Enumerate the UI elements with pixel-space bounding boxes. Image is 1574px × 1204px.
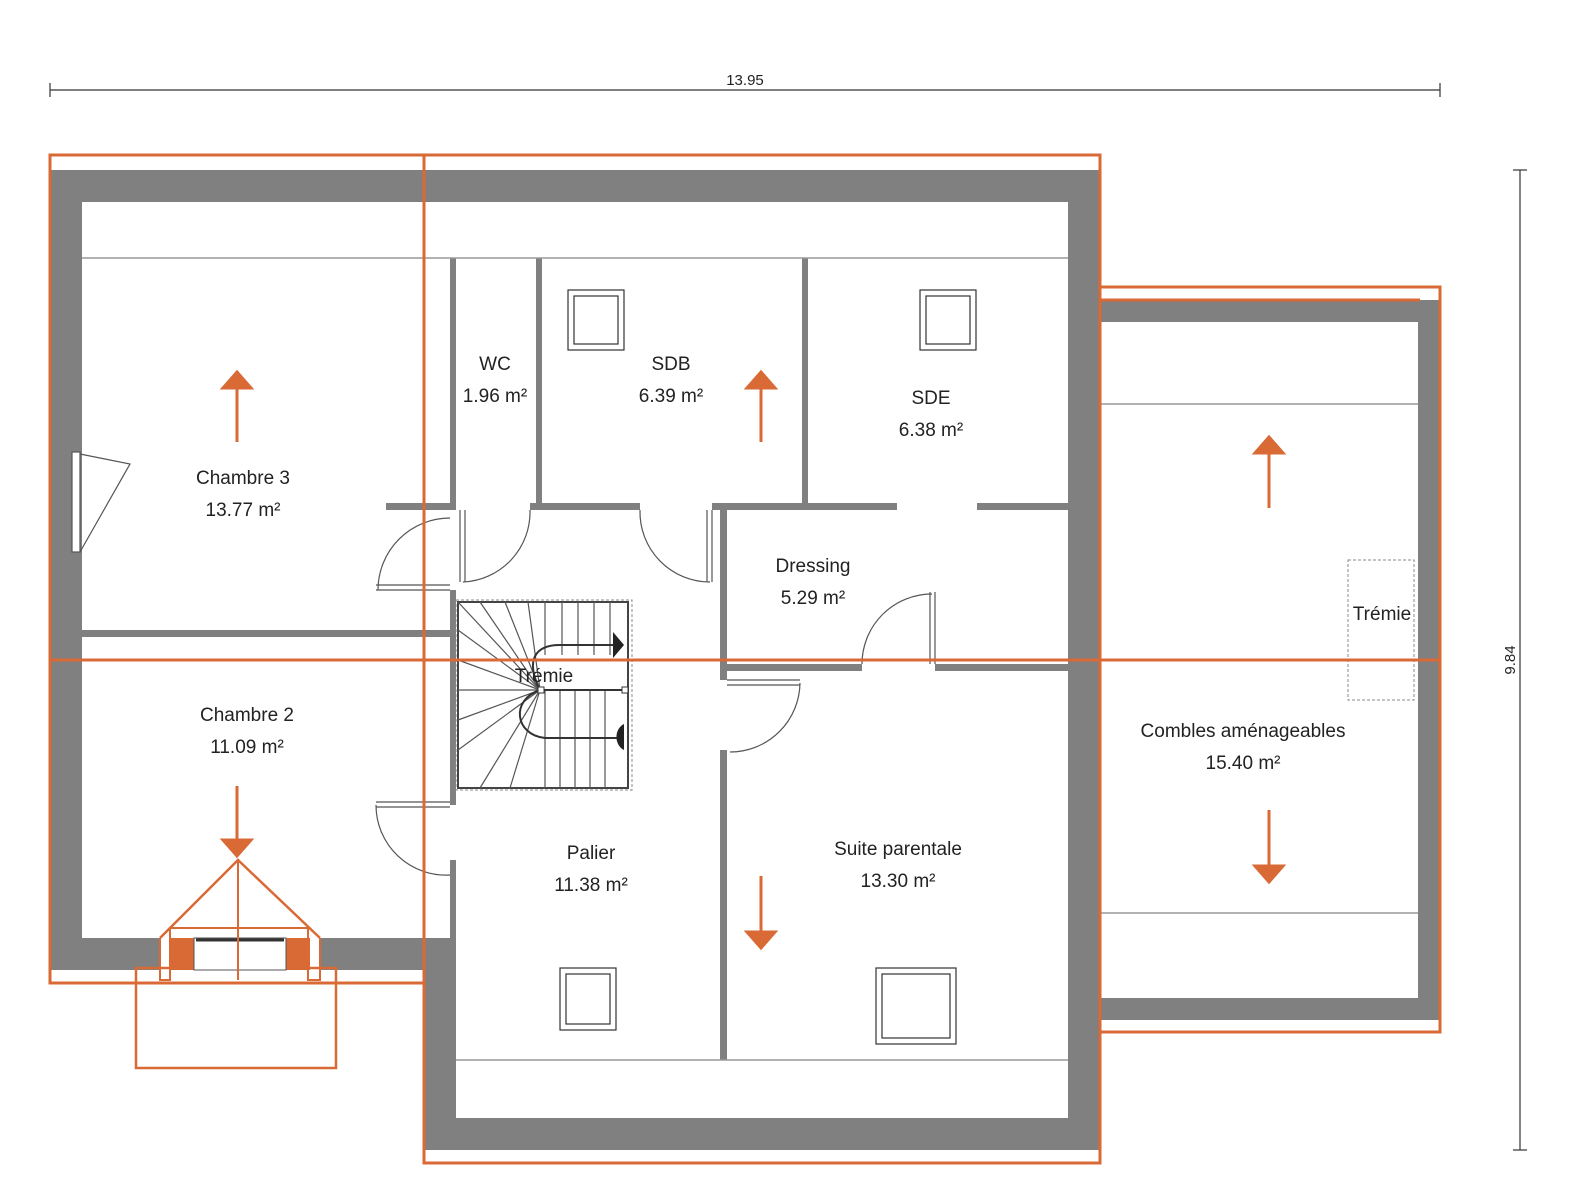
room-name: Combles aménageables xyxy=(1141,721,1346,742)
room-name: Palier xyxy=(567,843,616,864)
room-name: Dressing xyxy=(776,556,851,577)
skylight-sde xyxy=(919,289,977,351)
room-sdb: SDB 6.39 m² xyxy=(639,354,703,407)
skylights xyxy=(559,289,977,1045)
room-area: 6.38 m² xyxy=(899,420,963,441)
skylight-sdb xyxy=(567,289,625,351)
room-name: WC xyxy=(479,354,511,375)
room-area: 6.39 m² xyxy=(639,386,703,407)
room-wc: WC 1.96 m² xyxy=(463,354,527,407)
room-palier: Palier 11.38 m² xyxy=(554,843,628,896)
arrow-up-icon xyxy=(219,369,255,442)
room-combles: Combles aménageables 15.40 m² xyxy=(1141,721,1346,774)
room-suite-parentale: Suite parentale 13.30 m² xyxy=(834,839,962,892)
tremie-combles-label: Trémie xyxy=(1353,604,1411,625)
room-area: 13.77 m² xyxy=(206,500,281,521)
roof-outlines xyxy=(48,153,1442,1165)
slope-arrows xyxy=(219,369,1287,951)
room-area: 1.96 m² xyxy=(463,386,527,407)
room-name: SDE xyxy=(911,388,950,409)
room-area: 15.40 m² xyxy=(1206,753,1281,774)
arrow-down-icon xyxy=(219,786,255,859)
tremie-combles: Trémie xyxy=(1347,559,1415,701)
skylight-suite xyxy=(875,967,957,1045)
room-labels: Chambre 3 13.77 m² WC 1.96 m² SDB 6.39 m… xyxy=(196,354,1345,896)
interior-walls xyxy=(82,258,1068,1060)
arrow-up-icon xyxy=(1251,434,1287,508)
room-sde: SDE 6.38 m² xyxy=(899,388,963,441)
room-lines xyxy=(82,257,1418,1061)
arrow-down-icon xyxy=(743,876,779,951)
room-name: SDB xyxy=(651,354,690,375)
room-chambre-2: Chambre 2 11.09 m² xyxy=(200,705,294,758)
tremie-stair-label: Trémie xyxy=(515,666,573,687)
room-name: Chambre 3 xyxy=(196,468,290,489)
width-dimension-label: 13.95 xyxy=(726,72,764,89)
staircase: Trémie xyxy=(455,599,633,791)
height-dimension: 9.84 xyxy=(1502,169,1527,1151)
room-name: Suite parentale xyxy=(834,839,962,860)
width-dimension: 13.95 xyxy=(49,72,1441,97)
room-area: 11.38 m² xyxy=(554,875,628,896)
room-name: Chambre 2 xyxy=(200,705,294,726)
room-dressing: Dressing 5.29 m² xyxy=(776,556,851,609)
dormer xyxy=(134,858,338,1070)
height-dimension-label: 9.84 xyxy=(1502,645,1519,674)
room-area: 5.29 m² xyxy=(781,588,845,609)
room-chambre-3: Chambre 3 13.77 m² xyxy=(196,468,290,521)
room-area: 13.30 m² xyxy=(861,871,936,892)
doors xyxy=(71,451,936,876)
room-area: 11.09 m² xyxy=(210,737,284,758)
arrow-up-icon xyxy=(743,369,779,442)
skylight-palier xyxy=(559,967,617,1031)
arrow-down-icon xyxy=(1251,810,1287,885)
